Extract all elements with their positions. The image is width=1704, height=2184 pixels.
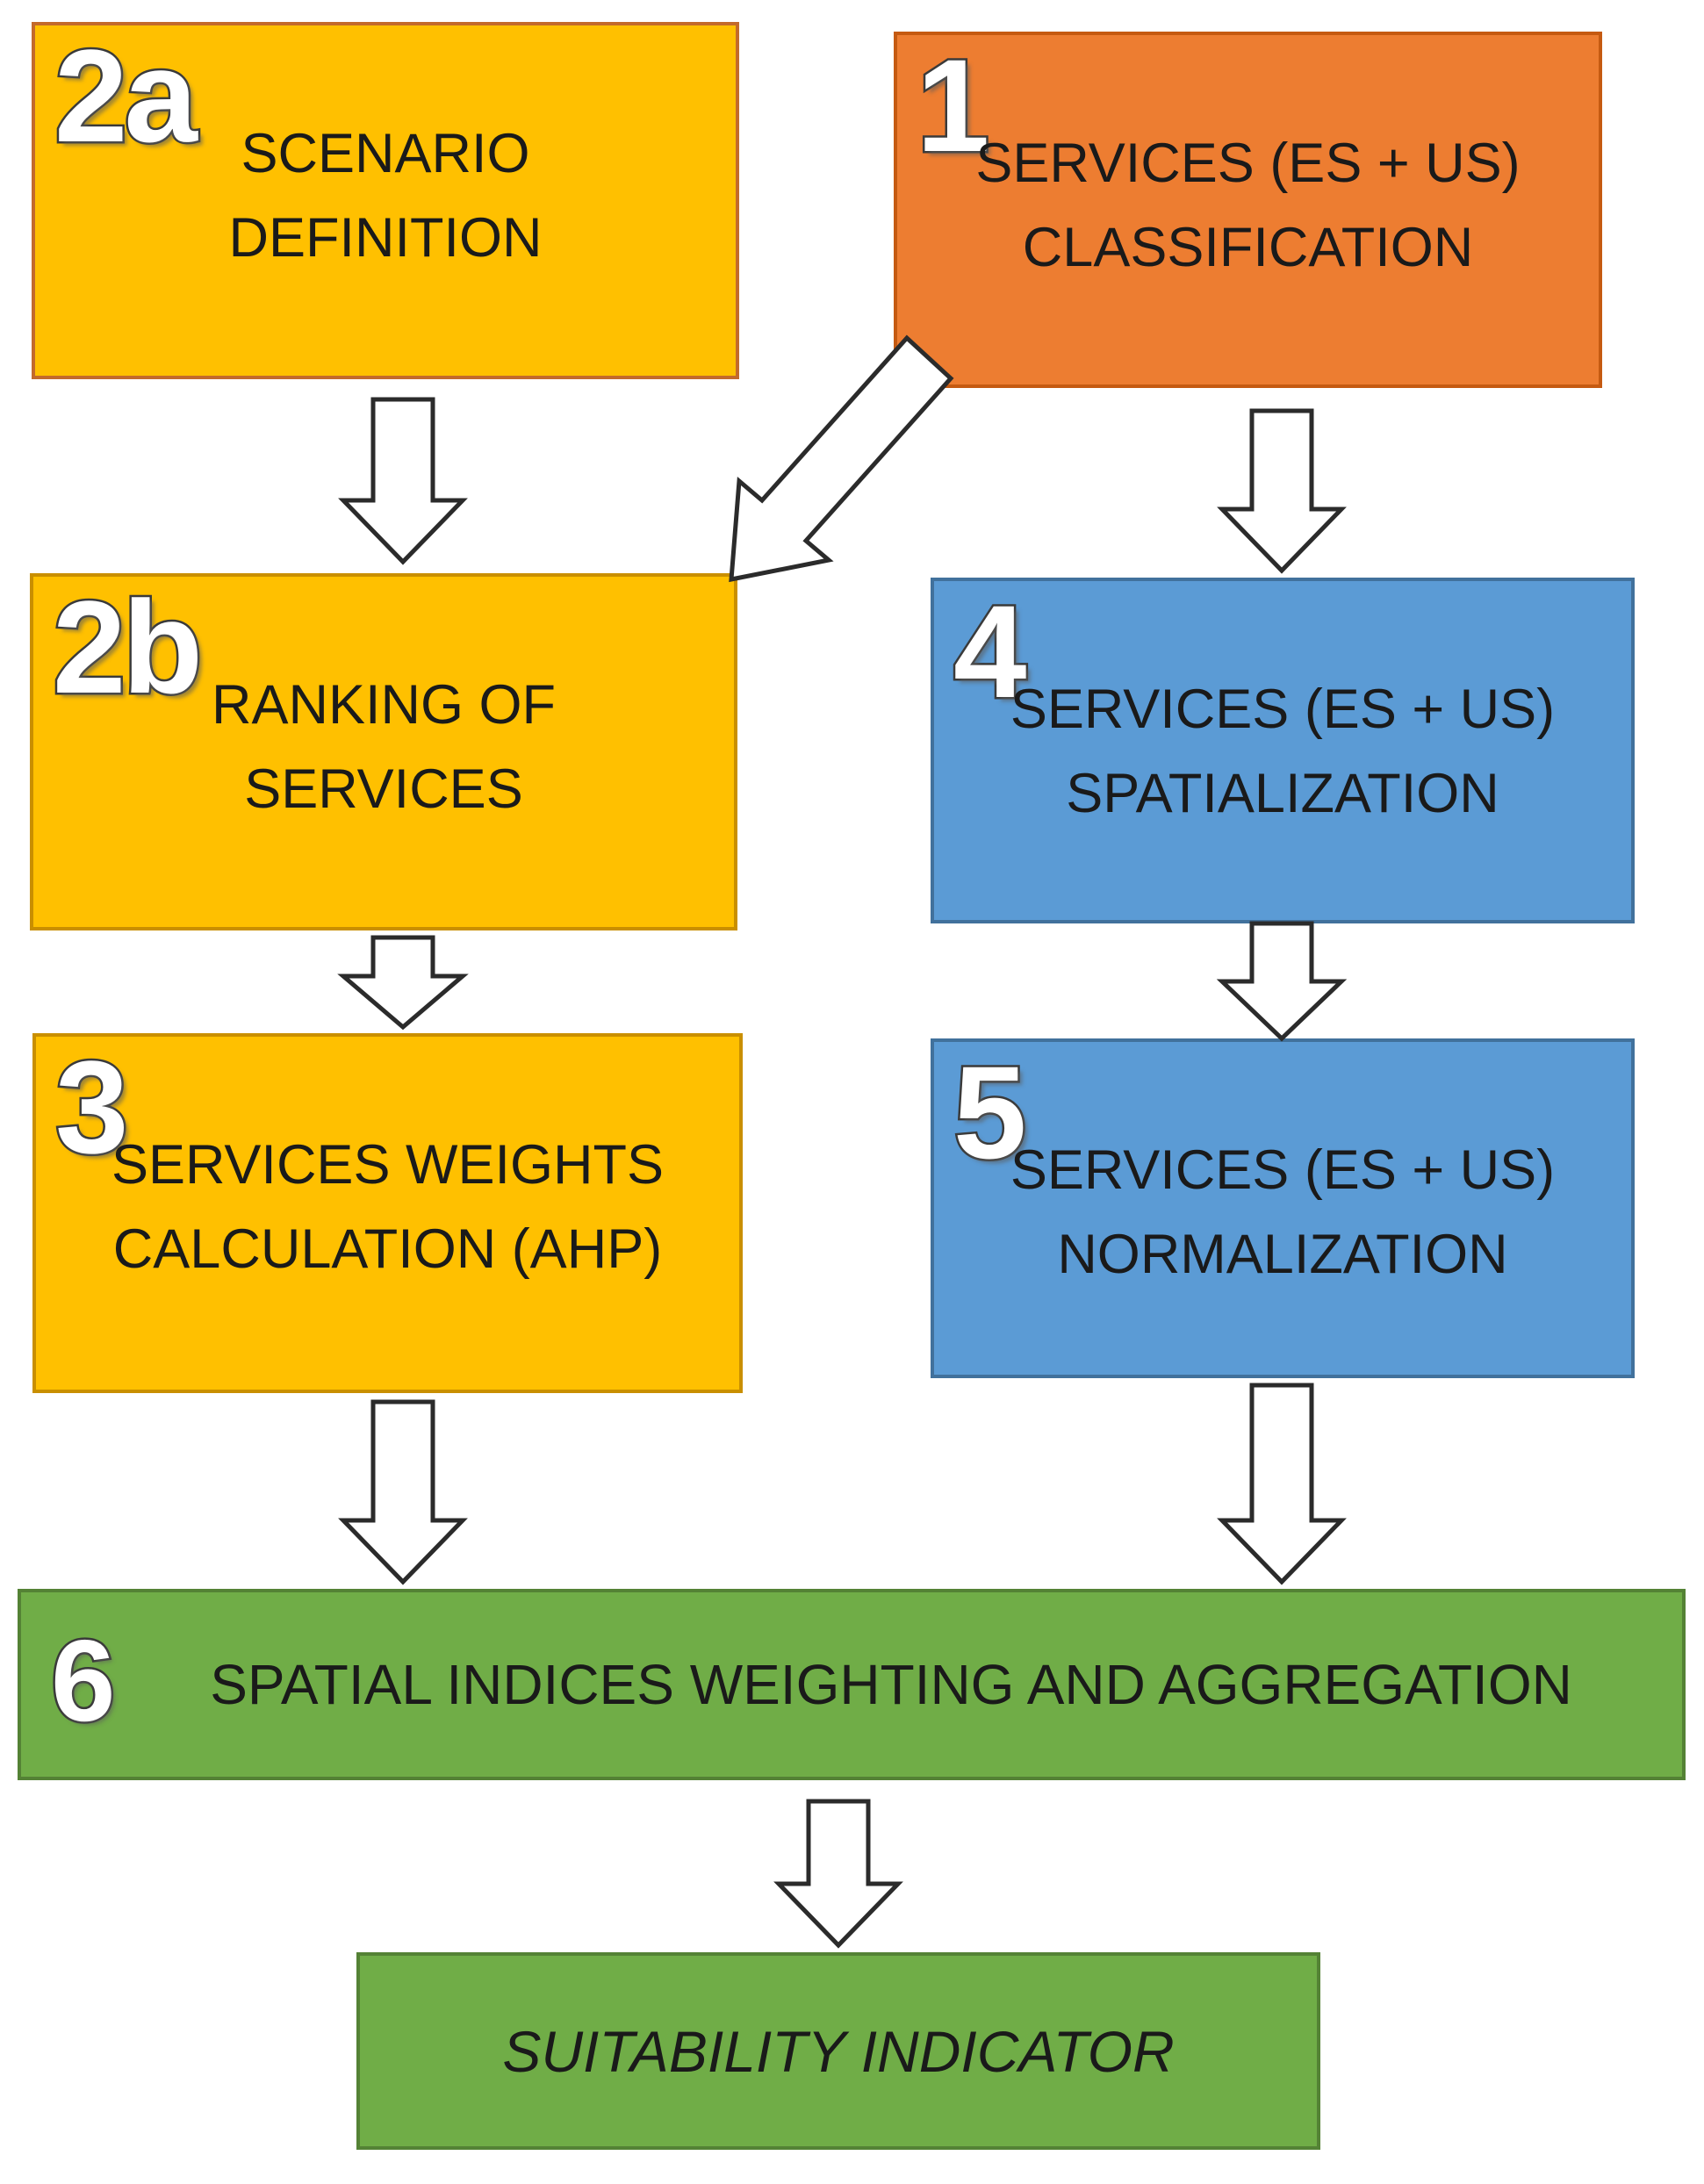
box-label-line: CLASSIFICATION xyxy=(1022,217,1474,278)
box-6-spatial-indices-weighting-aggregation: 6 SPATIAL INDICES WEIGHTING AND AGGREGAT… xyxy=(18,1589,1686,1780)
box-4-services-spatialization: 4 SERVICES (ES + US) SPATIALIZATION xyxy=(931,578,1635,923)
box-2a-label: SCENARIO DEFINITION xyxy=(35,111,736,280)
box-5-label: SERVICES (ES + US) NORMALIZATION xyxy=(934,1128,1631,1297)
box-1-label: SERVICES (ES + US) CLASSIFICATION xyxy=(897,121,1599,290)
arrow-5-to-6 xyxy=(1217,1383,1347,1585)
box-2b-ranking-of-services: 2b RANKING OF SERVICES xyxy=(30,573,737,930)
arrow-2b-to-3 xyxy=(337,935,469,1031)
arrow-1-to-4 xyxy=(1217,408,1347,574)
step-number-5: 5 xyxy=(951,1038,1028,1186)
box-3-label: SERVICES WEIGHTS CALCULATION (AHP) xyxy=(36,1123,739,1291)
suitability-indicator-label: SUITABILITY INDICATOR xyxy=(502,2018,1175,2084)
box-label-line: SERVICES WEIGHTS xyxy=(111,1134,664,1196)
box-label-line: SERVICES xyxy=(244,758,523,820)
box-label-line: SERVICES (ES + US) xyxy=(975,133,1521,194)
step-number-6: 6 xyxy=(48,1616,117,1745)
box-label-line: CALCULATION (AHP) xyxy=(112,1218,663,1280)
arrow-4-to-5 xyxy=(1216,921,1348,1042)
step-number-3: 3 xyxy=(53,1033,130,1181)
box-label-line: SERVICES (ES + US) xyxy=(1010,679,1556,740)
box-6-label: SPATIAL INDICES WEIGHTING AND AGGREGATIO… xyxy=(210,1653,1572,1716)
arrow-6-to-suitability xyxy=(773,1799,903,1949)
box-3-services-weights-calculation: 3 SERVICES WEIGHTS CALCULATION (AHP) xyxy=(32,1033,743,1393)
box-label-line: NORMALIZATION xyxy=(1057,1224,1508,1285)
step-number-2b: 2b xyxy=(50,573,205,721)
arrow-2a-to-2b xyxy=(338,397,468,565)
box-label-line: SERVICES (ES + US) xyxy=(1010,1139,1556,1201)
box-suitability-indicator: SUITABILITY INDICATOR xyxy=(356,1952,1320,2150)
box-1-services-classification: 1 SERVICES (ES + US) CLASSIFICATION xyxy=(894,32,1602,388)
box-label-line: SCENARIO xyxy=(241,123,530,184)
box-4-label: SERVICES (ES + US) SPATIALIZATION xyxy=(934,667,1631,836)
arrow-3-to-6 xyxy=(338,1399,468,1585)
box-5-services-normalization: 5 SERVICES (ES + US) NORMALIZATION xyxy=(931,1038,1635,1378)
step-number-1: 1 xyxy=(914,32,991,179)
box-label-line: RANKING OF xyxy=(211,674,557,736)
step-number-2a: 2a xyxy=(53,22,200,169)
box-label-line: DEFINITION xyxy=(228,207,543,269)
box-label-line: SPATIALIZATION xyxy=(1066,763,1499,824)
box-2b-label: RANKING OF SERVICES xyxy=(33,663,734,831)
step-number-4: 4 xyxy=(951,578,1028,725)
box-2a-scenario-definition: 2a SCENARIO DEFINITION xyxy=(32,22,739,379)
